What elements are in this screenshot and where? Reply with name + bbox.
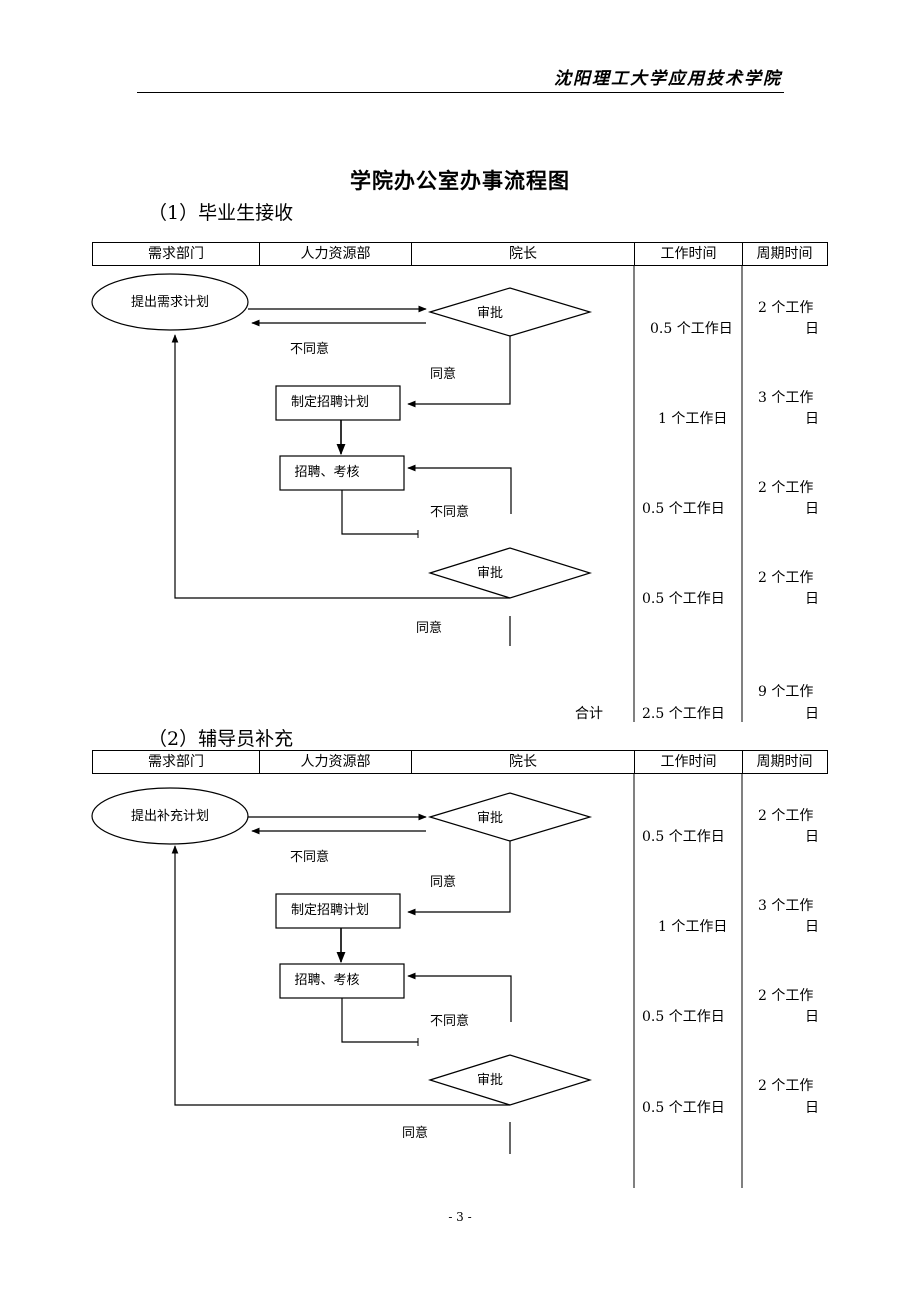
page-number: - 3 - — [448, 1210, 472, 1224]
cycle-time-cell: 2 个工作 — [758, 988, 814, 1004]
col-dean: 院长 — [412, 751, 635, 773]
cycle-time-cell: 2 个工作 — [758, 300, 814, 316]
disagree-label-1: 不同意 — [290, 341, 329, 357]
agree-label-2: 同意 — [402, 1125, 428, 1141]
disagree-label-1: 不同意 — [290, 849, 329, 865]
agree-label-2: 同意 — [416, 620, 442, 636]
start-label: 提出补充计划 — [131, 808, 209, 824]
cycle-time-cell: 日 — [805, 591, 819, 607]
disagree-label-2: 不同意 — [430, 1013, 469, 1029]
approve-diamond-1 — [427, 792, 593, 842]
col-demand-dept: 需求部门 — [93, 751, 260, 773]
recruit-out-line — [341, 490, 418, 535]
col-work-time: 工作时间 — [635, 751, 743, 773]
recruit-label: 招聘、考核 — [294, 465, 359, 480]
work-time-cell: 0.5 个工作日 — [642, 829, 725, 845]
col-demand-dept: 需求部门 — [93, 243, 260, 265]
start-ellipse — [91, 787, 249, 845]
cycle-time-cell: 日 — [805, 829, 819, 845]
work-time-cell: 0.5 个工作日 — [642, 591, 725, 607]
plan-label: 制定招聘计划 — [291, 395, 369, 410]
col-dean: 院长 — [412, 243, 635, 265]
recruit-label: 招聘、考核 — [294, 973, 359, 988]
start-ellipse — [91, 273, 249, 331]
approve-diamond-2 — [427, 1054, 593, 1106]
col-hr-dept: 人力资源部 — [260, 243, 412, 265]
plan-label: 制定招聘计划 — [291, 903, 369, 918]
cycle-time-cell: 2 个工作 — [758, 808, 814, 824]
work-time-cell: 0.5 个工作日 — [642, 501, 725, 517]
approve-label-1: 审批 — [477, 306, 503, 321]
table-header: 需求部门 人力资源部 院长 工作时间 周期时间 — [92, 750, 828, 774]
plan-box — [275, 385, 401, 421]
flowchart-counselor-supplement: 提出补充计划 审批 不同意 同意 制定招聘计划 招聘、考核 不同意 审批 同意 — [91, 774, 743, 1188]
cycle-time-cell: 日 — [805, 1100, 819, 1116]
return-to-demand-arrow — [171, 845, 510, 1106]
work-time-cell: 1 个工作日 — [658, 919, 728, 935]
recruit-out-line — [341, 998, 418, 1043]
work-time-cell: 1 个工作日 — [658, 411, 728, 427]
approve-label-1: 审批 — [477, 811, 503, 826]
header-rule — [137, 92, 784, 93]
section-title-graduate-intake: （1）毕业生接收 — [148, 202, 294, 224]
col-cycle-time: 周期时间 — [756, 754, 813, 770]
recruit-box — [279, 455, 405, 491]
table-header: 需求部门 人力资源部 院长 工作时间 周期时间 — [92, 242, 828, 266]
col-cycle-time: 周期时间 — [756, 246, 813, 262]
agree-arrow-1 — [407, 336, 511, 408]
cycle-time-cell: 3 个工作 — [758, 898, 814, 914]
flowchart-graduate-intake: 提出需求计划 审批 不同意 同意 制定招聘计划 招聘、考核 不同意 审批 同意 — [91, 266, 743, 722]
total-label: 合计 — [575, 706, 603, 722]
document-title: 学院办公室办事流程图 — [350, 168, 570, 193]
approve-label-2: 审批 — [477, 566, 503, 581]
cycle-time-cell: 2 个工作 — [758, 570, 814, 586]
agree-label-1: 同意 — [430, 874, 456, 890]
cycle-time-cell: 日 — [805, 919, 819, 935]
cycle-time-cell: 日 — [805, 411, 819, 427]
school-header: 沈阳理工大学应用技术学院 — [554, 69, 782, 89]
agree-arrow-1 — [407, 841, 511, 916]
col-hr-dept: 人力资源部 — [260, 751, 412, 773]
work-time-cell: 0.5 个工作日 — [642, 1100, 725, 1116]
cycle-time-cell: 日 — [805, 501, 819, 517]
start-label: 提出需求计划 — [131, 294, 209, 310]
cycle-time-cell: 日 — [805, 1009, 819, 1025]
cycle-time-cell: 2 个工作 — [758, 480, 814, 496]
work-time-cell: 0.5 个工作日 — [650, 321, 733, 337]
approve-label-2: 审批 — [477, 1073, 503, 1088]
section-title-counselor-supplement: （2）辅导员补充 — [148, 728, 294, 750]
total-cycle-time: 日 — [805, 706, 819, 722]
plan-box — [275, 893, 401, 929]
reject-arrow-2 — [407, 972, 512, 1022]
total-work-time: 2.5 个工作日 — [642, 706, 725, 722]
disagree-label-2: 不同意 — [430, 504, 469, 520]
agree-label-1: 同意 — [430, 366, 456, 382]
cycle-time-cell: 2 个工作 — [758, 1078, 814, 1094]
recruit-box — [279, 963, 405, 999]
approve-diamond-1 — [427, 287, 593, 337]
work-time-cell: 0.5 个工作日 — [642, 1009, 725, 1025]
return-to-demand-arrow — [171, 334, 510, 599]
col-work-time: 工作时间 — [635, 243, 743, 265]
cycle-time-cell: 3 个工作 — [758, 390, 814, 406]
total-cycle-time: 9 个工作 — [758, 684, 814, 700]
approve-diamond-2 — [427, 547, 593, 599]
reject-arrow-2 — [407, 464, 512, 514]
cycle-time-cell: 日 — [805, 321, 819, 337]
